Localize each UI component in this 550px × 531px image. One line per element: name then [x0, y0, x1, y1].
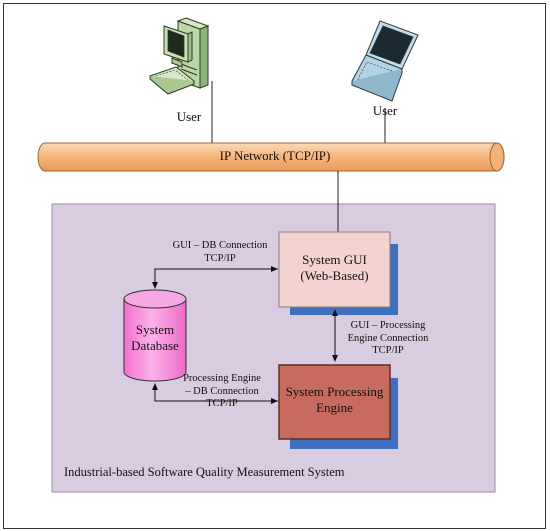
gui-db-connection-label: GUI – DB Connection TCP/IP: [160, 240, 280, 265]
gui-engine-line1: GUI – Processing: [350, 320, 426, 331]
system-title: Industrial-based Software Quality Measur…: [64, 465, 345, 479]
engine-box-label: System Processing Engine: [279, 384, 390, 415]
gui-box: [278, 231, 391, 308]
engine-db-line3: TCP/IP: [206, 398, 238, 410]
gui-box-label: System GUI (Web-Based): [279, 252, 390, 283]
gui-engine-line2: Engine Connection: [347, 332, 429, 344]
engine-box-line2: Engine: [316, 399, 353, 415]
engine-db-connector: [152, 383, 278, 402]
left-user-label: User: [176, 109, 202, 124]
engine-db-line1: Processing Engine: [183, 373, 261, 384]
gui-db-line2: TCP/IP: [204, 252, 236, 264]
engine-box: [278, 364, 391, 440]
database-line2: Database: [131, 337, 179, 353]
gui-db-connector: [152, 268, 278, 289]
database-cylinder: [123, 289, 187, 382]
network-label: IP Network (TCP/IP): [219, 148, 331, 163]
laptop-icon: [351, 20, 419, 102]
database-line1: System: [135, 322, 175, 337]
gui-db-line1: GUI – DB Connection: [172, 240, 268, 251]
engine-box-line1: System Processing: [285, 384, 384, 399]
right-user-label: User: [372, 103, 398, 118]
gui-box-line1: System GUI: [302, 252, 367, 267]
network-pipe: [37, 142, 505, 172]
engine-db-connection-label: Processing Engine – DB Connection TCP/IP: [172, 373, 272, 411]
gui-box-line2: (Web-Based): [300, 267, 369, 283]
gui-engine-connection-label: GUI – Processing Engine Connection TCP/I…: [338, 320, 438, 358]
desktop-computer-icon: [148, 17, 210, 95]
engine-db-line2: – DB Connection: [185, 385, 259, 397]
gui-engine-line3: TCP/IP: [372, 345, 404, 357]
outer-frame: [3, 3, 546, 529]
database-label: System Database: [124, 322, 186, 353]
